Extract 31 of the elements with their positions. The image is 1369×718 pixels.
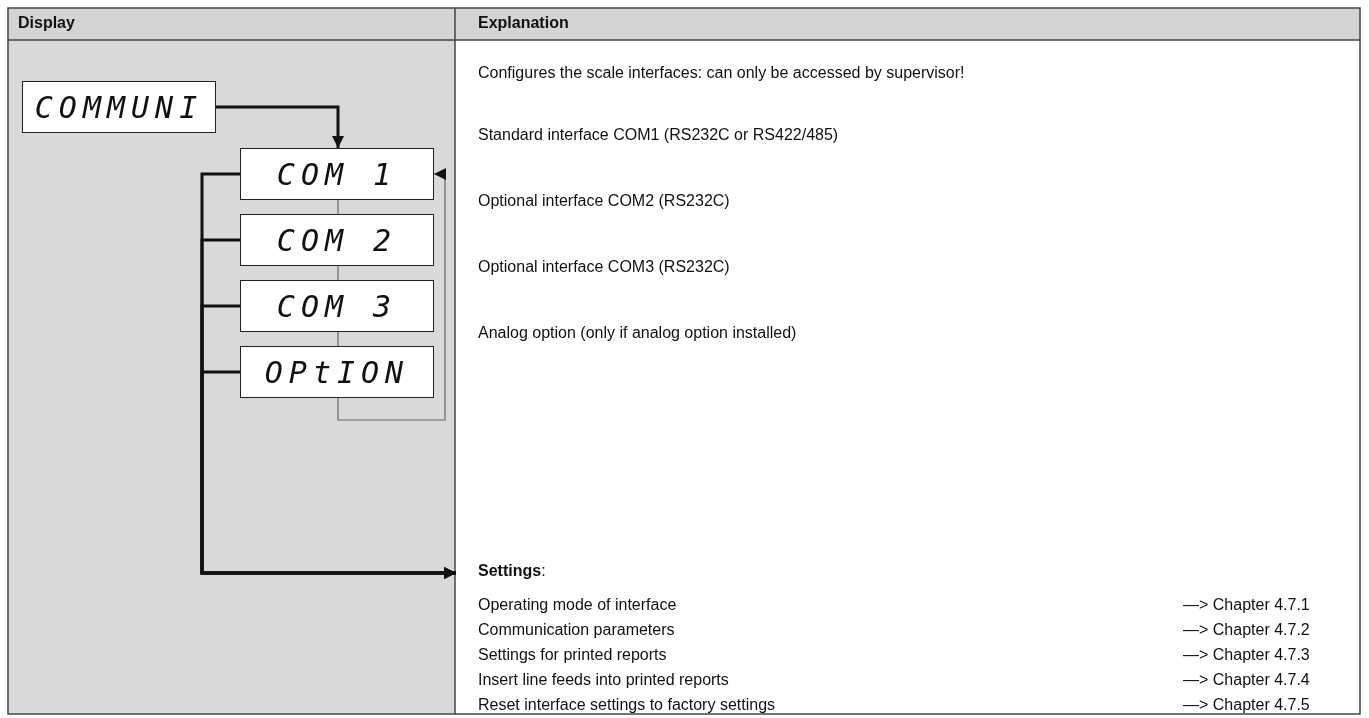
explanation-text: Communication parameters: [478, 621, 675, 639]
explanation-text: Standard interface COM1 (RS232C or RS422/485): [478, 126, 839, 144]
display-readout: COM 3: [276, 288, 398, 324]
explanation-text: Settings for printed reports: [478, 646, 667, 664]
column-header: Display: [18, 14, 75, 32]
explanation-text: Analog option (only if analog option installed): [478, 324, 797, 342]
display-box: [240, 214, 434, 266]
connector-arrow: [216, 105, 344, 148]
explanation-text: Insert line feeds into printed reports: [478, 671, 729, 689]
display-readout: COM 2: [276, 222, 398, 258]
section-heading: Settings:: [478, 562, 546, 579]
explanation-text: Configures the scale interfaces: can only be accessed by supervisor!: [478, 64, 965, 82]
explanation-text: Operating mode of interface: [478, 596, 677, 614]
display-readout: OPtION: [264, 354, 410, 390]
chapter-reference: —> Chapter 4.7.4: [1183, 671, 1310, 689]
display-box: [240, 280, 434, 332]
chapter-reference: —> Chapter 4.7.1: [1183, 596, 1310, 614]
column-header: Explanation: [478, 14, 569, 32]
chapter-reference: —> Chapter 4.7.3: [1183, 646, 1310, 664]
display-readout: COM 1: [276, 156, 398, 192]
connector-arrow: [337, 168, 446, 421]
display-readout: COMMUNI: [34, 89, 204, 125]
explanation-text: Optional interface COM2 (RS232C): [478, 192, 730, 210]
display-box: [22, 81, 216, 133]
display-box: [240, 148, 434, 200]
display-box: [240, 346, 434, 398]
explanation-text: Optional interface COM3 (RS232C): [478, 258, 730, 276]
explanation-text: Reset interface settings to factory settings: [478, 696, 776, 714]
chapter-reference: —> Chapter 4.7.5: [1183, 696, 1310, 714]
connector-arrow: [200, 370, 456, 579]
chapter-reference: —> Chapter 4.7.2: [1183, 621, 1310, 639]
